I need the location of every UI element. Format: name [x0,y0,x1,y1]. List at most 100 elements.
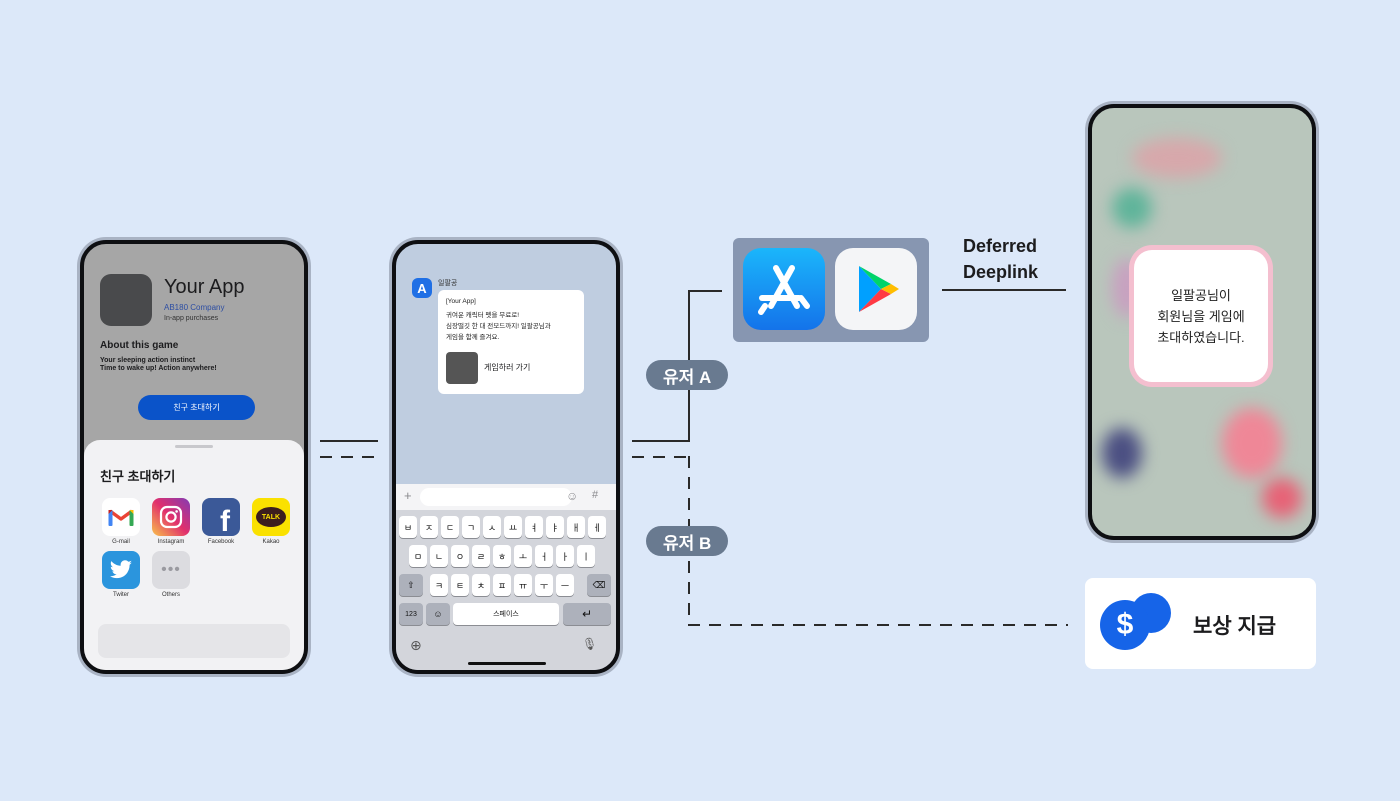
more-icon: ••• [152,551,190,589]
user-b-dashed-line [632,456,690,458]
key[interactable]: ㅋ [430,574,448,596]
app-store-box [733,238,929,342]
sheet-grabber[interactable] [175,445,213,448]
app-store-icon[interactable] [743,248,825,330]
key[interactable]: ㄷ [441,516,459,538]
key[interactable]: ㄱ [462,516,480,538]
deeplink-label-line: Deeplink [963,262,1039,282]
blurred-background [1222,408,1282,478]
message-input-bar[interactable]: + ☺ # [396,484,616,510]
message-line: 심장떨깃 한 대 전모드까지! 일팔공님과 [446,323,551,330]
reward-box: $ 보상 지급 [1085,578,1316,669]
in-app-purchases-label: In-app purchases [164,315,219,322]
deeplink-line [942,289,1066,291]
sender-name: 일팔공 [438,280,458,287]
key[interactable]: ㅗ [514,545,532,567]
share-label: Others [161,592,180,598]
message-thumbnail [446,352,478,384]
share-twitter[interactable]: Twiter [101,551,141,598]
key[interactable]: ㅁ [409,545,427,567]
connector-line [320,440,378,442]
share-label: Kakao [262,539,280,545]
key[interactable]: ㅑ [546,516,564,538]
key[interactable]: ㅈ [420,516,438,538]
share-label: G-mail [112,539,130,545]
blurred-background [1132,138,1222,178]
key[interactable]: ㅅ [483,516,501,538]
key[interactable]: ㅏ [556,545,574,567]
google-play-icon[interactable] [835,248,917,330]
blurred-background [1112,188,1152,228]
keyboard: + ☺ # ㅂ ㅈ ㄷ ㄱ ㅅ ㅛ ㅕ ㅑ ㅐ ㅔ ㅁ ㄴ ㅇ ㄹ ㅎ ㅗ ㅓ … [396,484,616,670]
key[interactable]: ㅂ [399,516,417,538]
invite-popup-line: 회원님을 게임에 [1157,308,1245,324]
instagram-icon [152,498,190,536]
plus-icon[interactable]: + [404,488,412,503]
key[interactable]: ㅊ [472,574,490,596]
deferred-deeplink-label: Deferred Deeplink [963,233,1038,285]
message-line: 게임을 함께 즐겨요. [446,334,500,341]
share-label: Instagram [157,539,185,545]
key[interactable]: ㅎ [493,545,511,567]
microphone-icon[interactable]: 🎙 [582,637,598,651]
backspace-key[interactable]: ⌫ [587,574,611,596]
user-a-label: 유저 A [646,360,729,390]
key[interactable]: ㅌ [451,574,469,596]
globe-icon[interactable]: ⊕ [410,637,422,653]
emoji-key[interactable]: ☺ [426,603,450,625]
dollar-coin-icon: $ [1100,600,1150,650]
key[interactable]: ㅛ [504,516,522,538]
user-a-line [632,440,690,442]
kakao-icon: TALK [252,498,290,536]
about-heading: About this game [100,340,179,351]
key[interactable]: ㅐ [567,516,585,538]
play-game-link[interactable]: 게임하러 가기 [484,363,531,372]
key[interactable]: ㅜ [535,574,553,596]
share-label: Facebook [207,539,235,545]
message-input[interactable] [420,488,572,506]
key[interactable]: ㅇ [451,545,469,567]
shift-key[interactable]: ⇧ [399,574,423,596]
share-kakao[interactable]: TALK Kakao [251,498,291,545]
app-title: Your App [164,276,245,298]
numbers-key[interactable]: 123 [399,603,423,625]
key[interactable]: ㅔ [588,516,606,538]
deferred-label-line: Deferred [963,236,1038,256]
key[interactable]: ㅍ [493,574,511,596]
connector-dashed-line [320,456,380,458]
invite-friends-button[interactable]: 친구 초대하기 [138,395,255,420]
space-key[interactable]: 스페이스 [453,603,559,625]
share-gmail[interactable]: G-mail [101,498,141,545]
gmail-icon [102,498,140,536]
share-others[interactable]: ••• Others [151,551,191,598]
app-icon [100,274,152,326]
key[interactable]: ㅠ [514,574,532,596]
key[interactable]: ㅣ [577,545,595,567]
key[interactable]: ㅡ [556,574,574,596]
twitter-icon [102,551,140,589]
share-sheet-title: 친구 초대하기 [100,469,176,484]
messenger-phone: A 일팔공 [Your App] 귀여운 캐릭터 펫을 무료로! 심장떨깃 한 … [392,240,620,674]
invite-message-bubble[interactable]: [Your App] 귀여운 캐릭터 펫을 무료로! 심장떨깃 한 대 전모드까… [438,290,584,394]
invite-popup: 일팔공님이 회원님을 게임에 초대하였습니다. [1134,250,1268,382]
blurred-background [1102,428,1142,478]
home-indicator [468,662,546,665]
sender-avatar: A [412,278,432,298]
key[interactable]: ㄹ [472,545,490,567]
share-instagram[interactable]: Instagram [151,498,191,545]
share-label: Twiter [112,592,129,598]
share-facebook[interactable]: f Facebook [201,498,241,545]
invite-popup-line: 초대하였습니다. [1157,329,1245,345]
invite-popup-line: 일팔공님이 [1171,287,1231,303]
return-key[interactable]: ↵ [563,603,611,625]
tagline-1: Your sleeping action instinct [100,357,196,364]
emoji-icon[interactable]: ☺ [566,489,579,503]
blurred-background [1262,478,1302,518]
message-line: [Your App] [446,298,476,305]
key[interactable]: ㄴ [430,545,448,567]
hashtag-icon[interactable]: # [592,489,599,501]
reward-label: 보상 지급 [1193,615,1277,638]
key[interactable]: ㅓ [535,545,553,567]
key[interactable]: ㅕ [525,516,543,538]
sheet-action-bar[interactable] [98,624,290,658]
